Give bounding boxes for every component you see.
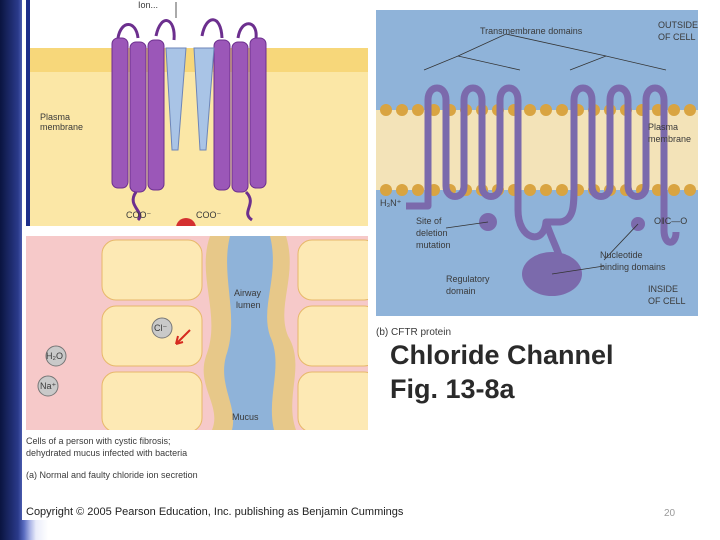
slide-title-line2: Fig. 13-8a (390, 372, 614, 406)
mucus-label: Mucus (232, 412, 259, 422)
slide-title-line1: Chloride Channel (390, 338, 614, 372)
inside-cell-line2: OF CELL (648, 296, 686, 306)
cftr-protein-panel: Transmembrane domains OUTSIDE OF CELL Pl… (376, 10, 698, 316)
plasma-line1: Plasma (648, 122, 678, 132)
figure: Ion... Plasma membrane COO⁻ COO⁻ (22, 0, 698, 520)
cftr-caption: (b) CFTR protein (376, 328, 451, 338)
page-number: 20 (664, 508, 675, 519)
airway-cells-panel: Airway lumen Cl⁻ H₂O Na⁺ Mucus (26, 236, 368, 430)
airway-caption-a: (a) Normal and faulty chloride ion secre… (26, 470, 198, 480)
plasma-membrane-label: Plasma membrane (40, 112, 100, 132)
channel-structure-panel: Ion... Plasma membrane COO⁻ COO⁻ (26, 0, 368, 226)
h3n-label: H₃N⁺ (380, 198, 401, 208)
inside-cell-line1: INSIDE (648, 284, 678, 294)
outside-cell-line1: OUTSIDE (658, 20, 698, 30)
na-label: Na⁺ (40, 381, 56, 391)
cooh-label: O‖C—O (654, 216, 687, 226)
airway-caption-line1: Cells of a person with cystic fibrosis; (26, 436, 171, 446)
airway-caption-line2: dehydrated mucus infected with bacteria (26, 448, 187, 458)
h2o-label: H₂O (46, 351, 63, 361)
nucleotide-line2: binding domains (600, 262, 666, 272)
nucleotide-line1: Nucleotide (600, 250, 643, 260)
copyright-text: Copyright © 2005 Pearson Education, Inc.… (26, 506, 403, 518)
outside-cell-line2: OF CELL (658, 32, 696, 42)
regulatory-line1: Regulatory (446, 274, 490, 284)
regulatory-line2: domain (446, 286, 476, 296)
cooh-left-label: COO⁻ (126, 210, 151, 220)
deletion-line3: mutation (416, 240, 451, 250)
ion-label: Ion... (138, 0, 158, 10)
cooh-right-label: COO⁻ (196, 210, 221, 220)
plasma-line2: membrane (648, 134, 691, 144)
airway-line1: Airway (234, 288, 261, 298)
airway-line2: lumen (236, 300, 261, 310)
slide-title: Chloride Channel Fig. 13-8a (390, 338, 614, 406)
transmembrane-label: Transmembrane domains (480, 26, 582, 36)
airway-illustration (26, 236, 368, 430)
cl-label: Cl⁻ (154, 323, 167, 333)
deletion-line2: deletion (416, 228, 448, 238)
deletion-line1: Site of (416, 216, 442, 226)
